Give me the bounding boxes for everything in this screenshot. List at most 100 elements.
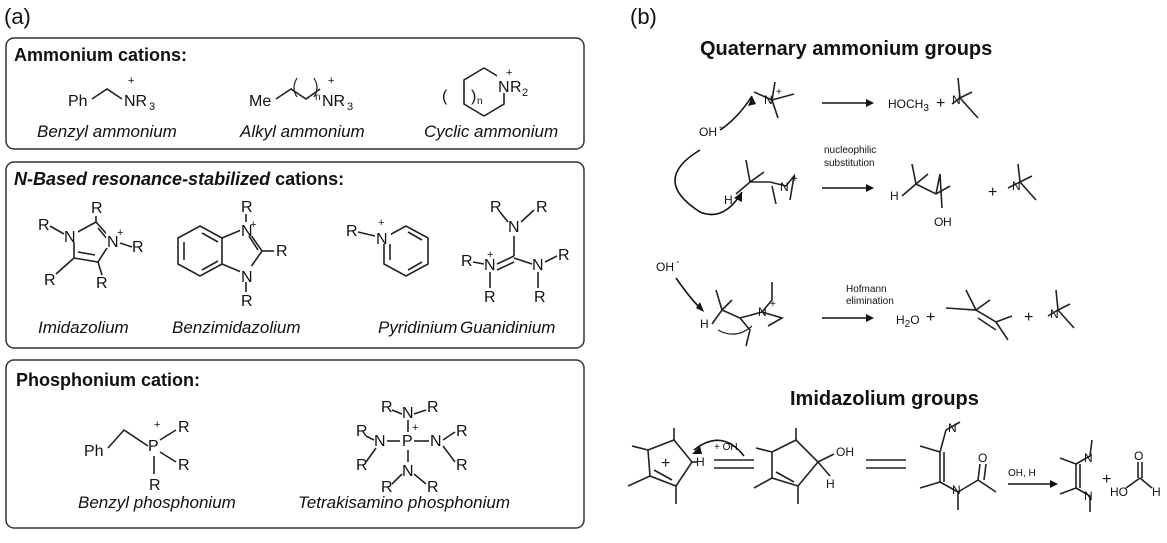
guanidinium-caption: Guanidinium [460,318,555,337]
svg-text:Hofmann: Hofmann [846,284,887,295]
svg-text:P: P [148,438,159,455]
benzyl-phosphonium-caption: Benzyl phosphonium [78,493,236,512]
svg-text:+: + [792,174,798,185]
svg-text:R: R [44,272,56,289]
ammonium-cations-box: Ammonium cations: Ph + NR 3 Benzyl ammon… [5,37,585,150]
n-based-cations-title: N-Based resonance-stabilized cations: [14,169,344,189]
svg-text:nucleophilic: nucleophilic [824,145,876,156]
pyridinium-caption: Pyridinium [378,318,457,337]
svg-text:N: N [374,433,386,450]
panel-a-label: (a) [4,4,31,29]
svg-text:+: + [250,219,256,231]
svg-text:R: R [510,79,522,96]
benzyl-ammonium-caption: Benzyl ammonium [37,122,177,141]
svg-text:+: + [661,455,670,472]
svg-text:+ OH: + OH [714,442,738,453]
svg-text:+: + [506,67,512,79]
phosphonium-cation-title: Phosphonium cation: [16,370,200,390]
benzyl-phosphonium-structure: Ph + P R R R [84,419,190,494]
svg-text:R: R [490,199,502,216]
svg-text:R: R [381,479,393,496]
ammonium-cations-title: Ammonium cations: [14,45,187,65]
svg-text:R: R [427,479,439,496]
pyridinium-structure: N + R [346,217,429,277]
svg-text:N: N [107,234,119,251]
svg-text:N: N [402,405,414,422]
svg-text:H: H [724,193,733,207]
svg-text:N: N [764,93,773,107]
quaternary-methyl-attack-reaction: N + OH - HOCH3 + N [699,77,979,139]
svg-text:+: + [926,309,935,326]
svg-text:Ph: Ph [84,443,104,460]
svg-text:+: + [328,75,334,87]
svg-text:H: H [700,317,709,331]
svg-text:n: n [477,96,483,107]
svg-text:R: R [427,399,439,416]
svg-text:+: + [487,249,493,261]
svg-text:N: N [241,269,253,286]
svg-text:OH, H: OH, H [1008,468,1036,479]
svg-text:R: R [534,289,546,306]
svg-text:N: N [498,79,510,96]
svg-text:3: 3 [149,101,155,113]
svg-text:N: N [1012,179,1021,193]
svg-text:R: R [381,399,393,416]
svg-text:+: + [770,299,776,310]
svg-text:N: N [241,223,253,240]
imidazolium-caption: Imidazolium [38,318,129,337]
svg-text:H2O: H2O [896,313,920,330]
imidazolium-degradation-reaction: + H + OH OH H N N O OH, H N N + [627,421,1161,512]
svg-text:+: + [378,217,384,229]
svg-text:N: N [484,257,496,274]
svg-text:+: + [128,75,134,87]
svg-text:+: + [1024,309,1033,326]
alkyl-ammonium-caption: Alkyl ammonium [239,122,365,141]
svg-text:N: N [948,421,957,435]
svg-text:): ) [471,88,476,105]
tetrakisamino-phosphonium-caption: Tetrakisamino phosphonium [298,493,510,512]
svg-text:R: R [346,223,358,240]
svg-text:R: R [241,199,253,216]
svg-text:elimination: elimination [846,296,894,307]
panel-b-label: (b) [630,4,657,29]
svg-text:R: R [276,243,288,260]
svg-text:N: N [1050,307,1059,321]
svg-text:+: + [154,419,160,431]
svg-text:+: + [412,422,418,434]
phosphonium-cation-box: Phosphonium cation: Ph + P R R R Benzyl … [5,359,585,529]
svg-text:O: O [1134,449,1143,463]
svg-text:R: R [461,253,473,270]
svg-text:N: N [64,229,76,246]
svg-text:R: R [356,423,368,440]
guanidinium-structure: R N R R N + N R R R [461,199,570,306]
benzyl-ammonium-structure: Ph + NR 3 [68,75,155,113]
svg-text:O: O [978,451,987,465]
svg-text:N: N [1084,489,1093,503]
svg-text:R: R [456,457,468,474]
svg-text:N: N [952,93,961,107]
svg-text:3: 3 [347,101,353,113]
svg-text:-: - [719,122,722,133]
benzimidazolium-caption: Benzimidazolium [172,318,301,337]
svg-text:R: R [536,199,548,216]
svg-text:+: + [117,227,123,239]
svg-text:R: R [132,239,144,256]
svg-text:R: R [356,457,368,474]
imidazolium-groups-title: Imidazolium groups [790,388,979,410]
n-based-cations-box: N-Based resonance-stabilized cations: N … [5,161,585,349]
svg-text:H: H [696,455,705,469]
svg-text:(: ( [442,88,448,105]
svg-text:H: H [826,477,835,491]
benzimidazolium-structure: N + N R R R [177,199,288,310]
svg-text:O: O [934,215,943,229]
svg-text:+: + [776,87,782,98]
svg-text:N: N [952,483,961,497]
svg-text:R: R [558,247,570,264]
svg-text:substitution: substitution [824,158,875,169]
svg-text:N: N [430,433,442,450]
svg-text:N: N [758,305,767,319]
svg-text:N: N [508,219,520,236]
svg-text:+: + [988,184,997,201]
svg-text:N: N [780,180,789,194]
